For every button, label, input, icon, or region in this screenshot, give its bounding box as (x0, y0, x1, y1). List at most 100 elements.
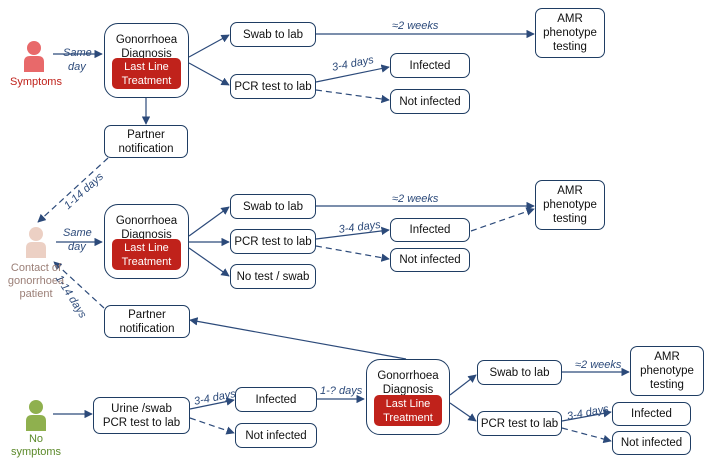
amr-box-1[interactable]: AMR phenotype testing (535, 8, 605, 58)
amr-line3: testing (553, 213, 587, 225)
arrow-pcr3-to-not-infected (561, 427, 612, 444)
amr-line3: testing (553, 41, 587, 53)
swab-to-lab-box-1[interactable]: Swab to lab (230, 22, 316, 47)
pcr-test-box-1[interactable]: PCR test to lab (230, 74, 316, 99)
amr-line3: testing (650, 379, 684, 391)
diagnosis-title-line2: Diagnosis (121, 48, 172, 60)
edge-label-two-weeks: ≈2 weeks (392, 20, 439, 32)
partner-line1: Partner (128, 308, 166, 321)
no-test-box[interactable]: No test / swab (230, 264, 316, 289)
pcr-test-box-2[interactable]: PCR test to lab (230, 229, 316, 254)
arrow-diagnosis3-to-pcr (449, 402, 477, 422)
not-infected-box-3[interactable]: Not infected (235, 423, 317, 448)
no-symptoms-text-2: symptoms (10, 446, 62, 458)
infected-label: Infected (631, 408, 672, 420)
swab-to-lab-label: Swab to lab (489, 366, 550, 379)
swab-to-lab-label: Swab to lab (242, 28, 304, 41)
infected-box-3[interactable]: Infected (235, 387, 317, 412)
no-symptoms-text-1: No (28, 433, 44, 445)
not-infected-label: Not infected (245, 429, 307, 442)
person-icon (26, 400, 46, 431)
no-symptoms-label: No symptoms (0, 433, 72, 459)
amr-line1: AMR (557, 13, 583, 25)
arrow-urine-to-not-infected (189, 417, 235, 435)
arrow-partner1-to-contact (37, 157, 109, 223)
amr-line1: AMR (557, 185, 583, 197)
diagnosis-title: Gonorrhoea Diagnosis (105, 33, 188, 61)
urine-line2: PCR test to lab (102, 416, 181, 429)
infected-label: Infected (409, 224, 451, 236)
arrow-pcr1-to-not-infected (315, 89, 390, 104)
contact-text-2: gonorrhoea (7, 275, 65, 287)
treatment-line1: Last Line (124, 61, 169, 73)
infected-label: Infected (255, 393, 297, 406)
diagnosis-title-line1: Gonorrhoea (377, 370, 439, 382)
person-icon (24, 41, 44, 72)
amr-box-3[interactable]: AMR phenotype testing (630, 346, 704, 396)
treatment-line1: Last Line (385, 398, 431, 410)
infected-box-4[interactable]: Infected (612, 402, 691, 426)
contact-text-3: patient (19, 288, 53, 300)
edge-label-one-q-days: 1-? days (320, 385, 363, 397)
edge-label-day: day (68, 241, 86, 253)
infected-box-2[interactable]: Infected (390, 218, 470, 242)
person-icon (26, 227, 46, 258)
amr-line2: phenotype (543, 199, 597, 211)
urine-line1: Urine /swab (111, 402, 172, 415)
amr-line2: phenotype (640, 365, 694, 377)
pcr-test-label: PCR test to lab (234, 235, 312, 248)
arrow-pcr2-to-not-infected (315, 245, 390, 262)
infected-label: Infected (409, 59, 451, 72)
arrow-infected2-to-amr (470, 207, 535, 232)
arrow-diagnosis3-to-partner2 (189, 317, 407, 360)
arrow-pcr2-to-infected (315, 226, 390, 240)
pcr-test-box-3[interactable]: PCR test to lab (477, 411, 562, 436)
diagnosis-title-line1: Gonorrhoea (115, 34, 178, 46)
arrow-pcr1-to-infected (315, 64, 390, 83)
treatment-line1: Last Line (124, 242, 169, 254)
amr-box-2[interactable]: AMR phenotype testing (535, 180, 605, 230)
contact-label: Contact of gonorrhoea patient (0, 262, 72, 301)
partner-line2: notification (119, 322, 175, 335)
amr-line1: AMR (654, 351, 680, 363)
symptoms-label: Symptoms (0, 76, 72, 89)
arrow-pcr3-to-infected (561, 409, 612, 422)
infected-box-1[interactable]: Infected (390, 53, 470, 78)
arrow-diagnosis2-to-swab (188, 206, 230, 237)
swab-to-lab-box-3[interactable]: Swab to lab (477, 360, 562, 385)
not-infected-box-2[interactable]: Not infected (390, 248, 470, 272)
amr-line2: phenotype (543, 27, 597, 39)
edge-label-two-weeks: ≈2 weeks (392, 193, 439, 205)
partner-line2: notification (118, 142, 174, 155)
swab-to-lab-box-2[interactable]: Swab to lab (230, 194, 316, 219)
diagnosis-title-line1: Gonorrhoea (115, 215, 178, 227)
treatment-line2: Treatment (121, 75, 172, 87)
treatment-line2: Treatment (383, 412, 433, 424)
arrow-partner2-to-contact (53, 261, 105, 309)
diagnosis-title-line2: Diagnosis (382, 384, 434, 396)
edge-label-two-weeks: ≈2 weeks (575, 359, 622, 371)
arrow-urine-to-infected (189, 397, 235, 410)
edge-label-same: Same (63, 227, 92, 239)
arrow-diagnosis2-to-no-test (188, 247, 230, 277)
not-infected-label: Not infected (620, 437, 683, 449)
edge-label-same: Same (63, 47, 92, 59)
not-infected-box-1[interactable]: Not infected (390, 89, 470, 114)
not-infected-box-4[interactable]: Not infected (612, 431, 691, 455)
arrow-diagnosis1-to-swab (188, 34, 230, 58)
diagnosis-title-line2: Diagnosis (121, 229, 172, 241)
partner-line1: Partner (127, 128, 165, 141)
edge-label-day: day (68, 61, 86, 73)
contact-text-1: Contact of (10, 262, 62, 274)
swab-to-lab-label: Swab to lab (242, 200, 304, 213)
